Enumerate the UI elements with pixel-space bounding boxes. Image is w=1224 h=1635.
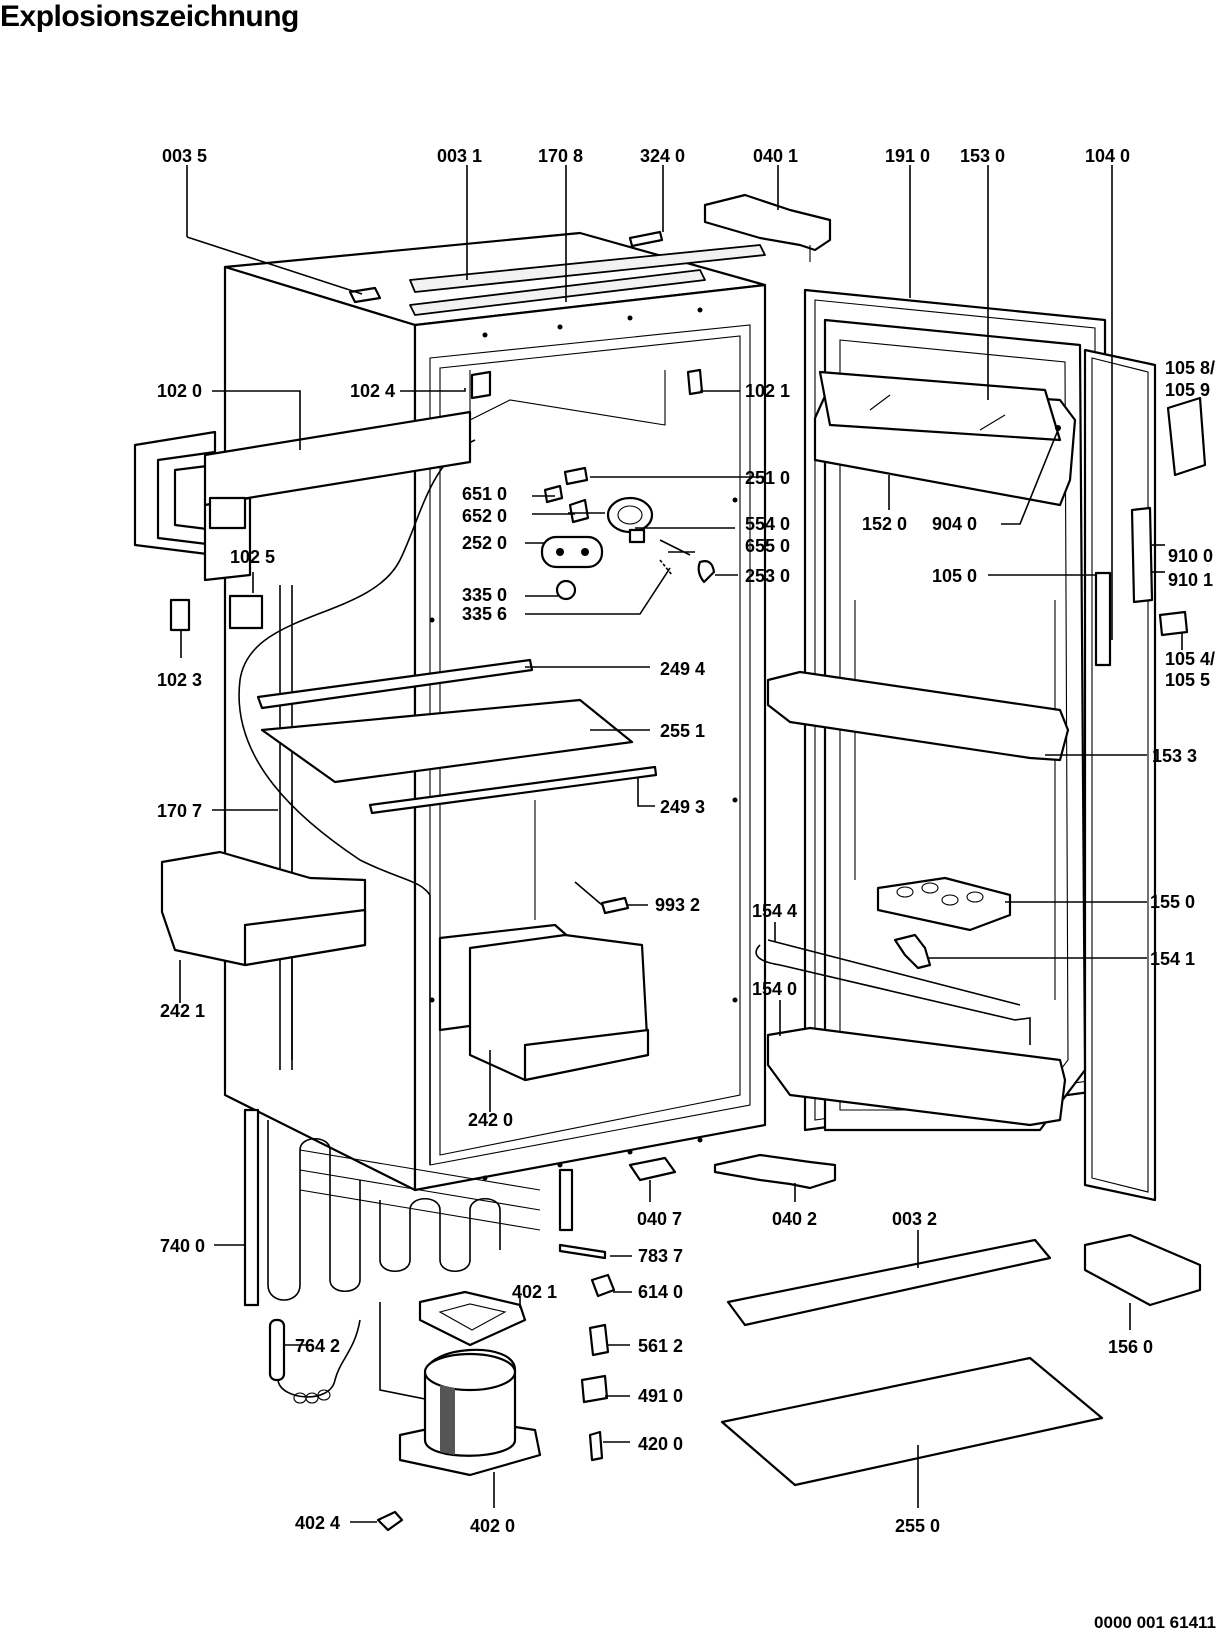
label-6510: 651 0 [462, 484, 507, 504]
thermostat-group [540, 466, 716, 601]
label-4020: 402 0 [470, 1516, 515, 1536]
label-1520: 152 0 [862, 514, 907, 534]
part-561-2 [588, 1323, 610, 1357]
part-783-7 [558, 1243, 607, 1260]
label-4021: 402 1 [512, 1282, 557, 1302]
label-4200: 420 0 [638, 1434, 683, 1454]
label-2421: 242 1 [160, 1001, 205, 1021]
label-7642: 764 2 [295, 1336, 340, 1356]
label-0032: 003 2 [892, 1209, 937, 1229]
label-0031: 003 1 [437, 146, 482, 166]
plinth [726, 1238, 1052, 1327]
label-2520: 252 0 [462, 533, 507, 553]
label-9932: 993 2 [655, 895, 700, 915]
label-7837: 783 7 [638, 1246, 683, 1266]
part-420-0 [588, 1430, 604, 1462]
label-3350: 335 0 [462, 585, 507, 605]
crisper-drawer-small [160, 850, 367, 967]
label-0035: 003 5 [162, 146, 207, 166]
label-7400: 740 0 [160, 1236, 205, 1256]
label-1055: 105 5 [1165, 670, 1210, 690]
part-102-3 [169, 598, 191, 632]
label-1050: 105 0 [932, 566, 977, 586]
label-2551: 255 1 [660, 721, 705, 741]
top-hinge [703, 193, 832, 262]
label-4024: 402 4 [295, 1513, 340, 1533]
label-1544: 154 4 [752, 901, 797, 921]
label-1025: 102 5 [230, 547, 275, 567]
label-2550: 255 0 [895, 1516, 940, 1536]
freezer-door [133, 410, 472, 582]
label-4910: 491 0 [638, 1386, 683, 1406]
label-1023: 102 3 [157, 670, 202, 690]
label-6140: 614 0 [638, 1282, 683, 1302]
part-491-0 [580, 1374, 609, 1404]
top-rails [348, 230, 766, 316]
label-2510: 251 0 [745, 468, 790, 488]
document-number: 0000 001 61411 [1094, 1613, 1216, 1632]
label-0407: 040 7 [637, 1209, 682, 1229]
part-614-0 [590, 1273, 616, 1298]
label-9101: 910 1 [1168, 570, 1213, 590]
leader-lines [179, 165, 1183, 1523]
part-102-5 [228, 594, 264, 630]
glass-shelf [256, 658, 658, 815]
bottom-hinge [713, 1153, 837, 1190]
label-1910: 191 0 [885, 146, 930, 166]
part-102-1 [686, 368, 704, 396]
part-156-0 [1083, 1233, 1202, 1307]
page-title: Explosionszeichnung [0, 0, 299, 33]
label-1533: 153 3 [1152, 746, 1197, 766]
part-102-4 [470, 370, 492, 400]
label-6550: 655 0 [745, 536, 790, 556]
label-2530: 253 0 [745, 566, 790, 586]
label-1054: 105 4/ [1165, 649, 1215, 669]
part-993-2 [600, 896, 630, 915]
label-2420: 242 0 [468, 1110, 513, 1130]
label-1021: 102 1 [745, 381, 790, 401]
label-6520: 652 0 [462, 506, 507, 526]
label-3240: 324 0 [640, 146, 685, 166]
label-2493: 249 3 [660, 797, 705, 817]
label-0401: 040 1 [753, 146, 798, 166]
refrigerator-door [755, 288, 1207, 1202]
label-1040: 104 0 [1085, 146, 1130, 166]
glass-plate [720, 1356, 1104, 1487]
label-0402: 040 2 [772, 1209, 817, 1229]
label-1708: 170 8 [538, 146, 583, 166]
label-1541: 154 1 [1150, 949, 1195, 969]
label-1707: 170 7 [157, 801, 202, 821]
label-1550: 155 0 [1150, 892, 1195, 912]
label-9100: 910 0 [1168, 546, 1213, 566]
part-040-7 [628, 1156, 677, 1182]
label-5540: 554 0 [745, 514, 790, 534]
label-1530: 153 0 [960, 146, 1005, 166]
label-1059: 105 9 [1165, 380, 1210, 400]
label-1024: 102 4 [350, 381, 395, 401]
crisper-drawer-large [438, 923, 650, 1082]
label-1058: 105 8/ [1165, 358, 1215, 378]
label-1540: 154 0 [752, 979, 797, 999]
label-1020: 102 0 [157, 381, 202, 401]
label-1560: 156 0 [1108, 1337, 1153, 1357]
label-2494: 249 4 [660, 659, 705, 679]
label-5612: 561 2 [638, 1336, 683, 1356]
cooling-system [243, 1108, 574, 1532]
label-3356: 335 6 [462, 604, 507, 624]
label-9040: 904 0 [932, 514, 977, 534]
part-labels: 003 5 003 1 170 8 324 0 040 1 191 0 153 … [157, 146, 1215, 1536]
